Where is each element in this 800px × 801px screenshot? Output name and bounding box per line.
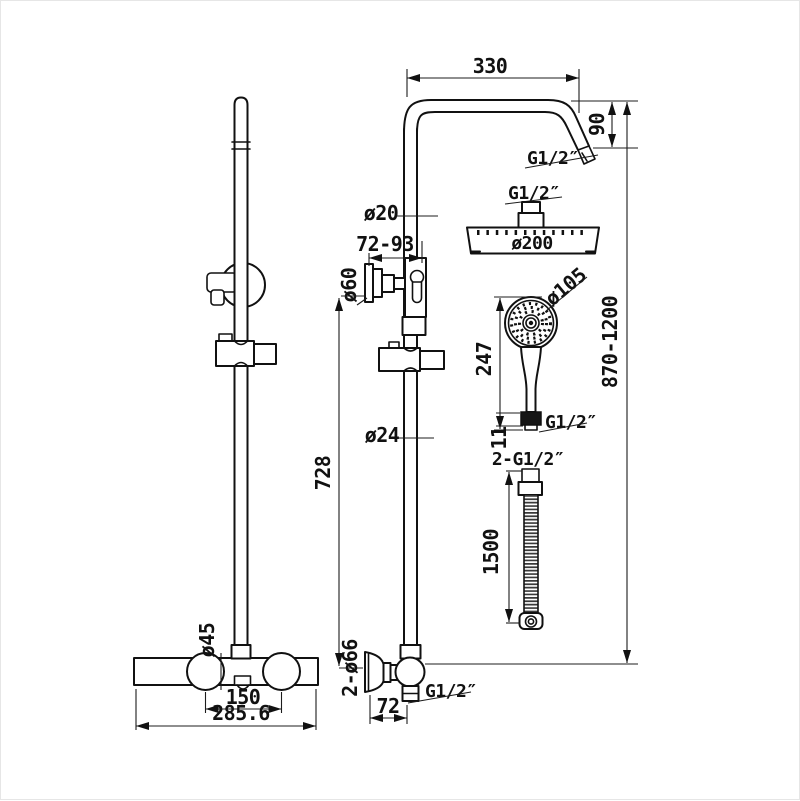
dim-valve-wall-distance: 72	[369, 694, 408, 724]
valve-collar	[399, 644, 422, 660]
upper-pipe-diameter-label: ø20	[364, 201, 399, 225]
diverter-lever-tip	[210, 289, 225, 306]
rain-head-detail: G1/2″ ø200	[466, 183, 600, 255]
hose-threads-label: 2-G1/2″	[492, 449, 564, 470]
dim-hose-length: 1500	[479, 470, 522, 624]
mixer-knob-left	[186, 652, 225, 691]
valve-flange-diameter-label: 2-ø66	[338, 639, 362, 697]
label-bracket-flange-diameter: ø60	[337, 268, 368, 306]
dim-arm-drop: 90	[571, 100, 638, 149]
handset-handle	[520, 346, 542, 413]
head-diameter-label: ø200	[511, 233, 552, 254]
arm-length-label: 330	[473, 54, 508, 78]
shower-arm	[403, 99, 596, 165]
slider-holder-side	[378, 341, 445, 372]
hose-length-label: 1500	[479, 529, 503, 575]
head-connector-lower	[517, 212, 545, 229]
dim-bracket-wall-distance: 72-93	[356, 232, 423, 266]
valve-wall-distance-label: 72	[376, 694, 399, 718]
knob-diameter-label: ø45	[195, 623, 219, 658]
valve-outlet-thread-label: G1/2″	[425, 681, 477, 702]
dim-handset-length: 247	[472, 296, 542, 431]
bottom-valve-side	[364, 644, 426, 702]
hand-shower-detail: ø105 247 11 G1/2″	[472, 263, 597, 450]
hose-top-nut	[517, 481, 543, 496]
handset-nut	[520, 411, 542, 426]
pipe-coupling	[401, 316, 427, 336]
mixer-outlet	[233, 675, 252, 686]
valve-ball	[394, 656, 426, 688]
diverter-lever-side	[411, 281, 423, 304]
dim-arm-length: 330	[406, 54, 580, 113]
arm-outlet-thread-label: G1/2″	[527, 148, 579, 169]
dim-lower-pipe-diameter: ø24	[365, 423, 434, 447]
column-height-range-label: 870-1200	[598, 296, 622, 388]
wall-bracket-side	[364, 257, 427, 336]
dim-upper-pipe-diameter: ø20	[364, 201, 438, 225]
handset-length-label: 247	[472, 342, 496, 377]
head-connector-upper	[521, 201, 541, 214]
arm-drop-label: 90	[585, 113, 609, 136]
bracket-wall-distance-label: 72-93	[356, 232, 414, 256]
handset-thread-label: G1/2″	[545, 412, 597, 433]
dim-knob-diameter: ø45	[195, 623, 222, 690]
label-arm-outlet-thread: G1/2″	[524, 148, 599, 169]
label-valve-outlet-thread: G1/2″	[407, 681, 477, 704]
arm-outlet-nipple	[577, 145, 596, 165]
riser-pipe-front	[233, 96, 249, 647]
inlet-centers-label: 150	[226, 685, 261, 709]
bracket-flange-diameter-label: ø60	[337, 268, 361, 303]
lower-column-length-label: 728	[311, 456, 335, 491]
dim-lower-column-length: 728	[311, 295, 365, 669]
rain-head-body	[466, 226, 600, 255]
label-handset-thread: G1/2″	[538, 412, 597, 433]
mixer-collar	[230, 644, 252, 660]
bracket-flange	[364, 263, 374, 303]
lower-pipe-diameter-label: ø24	[365, 423, 400, 447]
hose-top-connector	[521, 468, 540, 483]
hose-detail: 2-G1/2″ 1500	[479, 449, 565, 630]
side-view: 330 90 G1/2″ 870-1200 ø20 72-93	[311, 54, 638, 724]
diverter-lever-front	[206, 272, 238, 293]
valve-overall-width-label: 285.6	[212, 701, 270, 725]
dim-handset-nut-height: 11	[487, 412, 523, 450]
handset-thread-tip	[524, 424, 538, 431]
front-view: ø45 150 285.6	[133, 96, 319, 731]
slider-grip-front	[253, 343, 277, 365]
dim-valve-overall-width: 285.6	[135, 689, 317, 731]
handset-nut-height-label: 11	[487, 426, 511, 450]
dim-inlet-centers: 150	[204, 685, 283, 714]
slider-body-front	[215, 340, 255, 367]
mixer-knob-right	[262, 652, 301, 691]
dim-column-height-range: 870-1200	[425, 102, 638, 665]
